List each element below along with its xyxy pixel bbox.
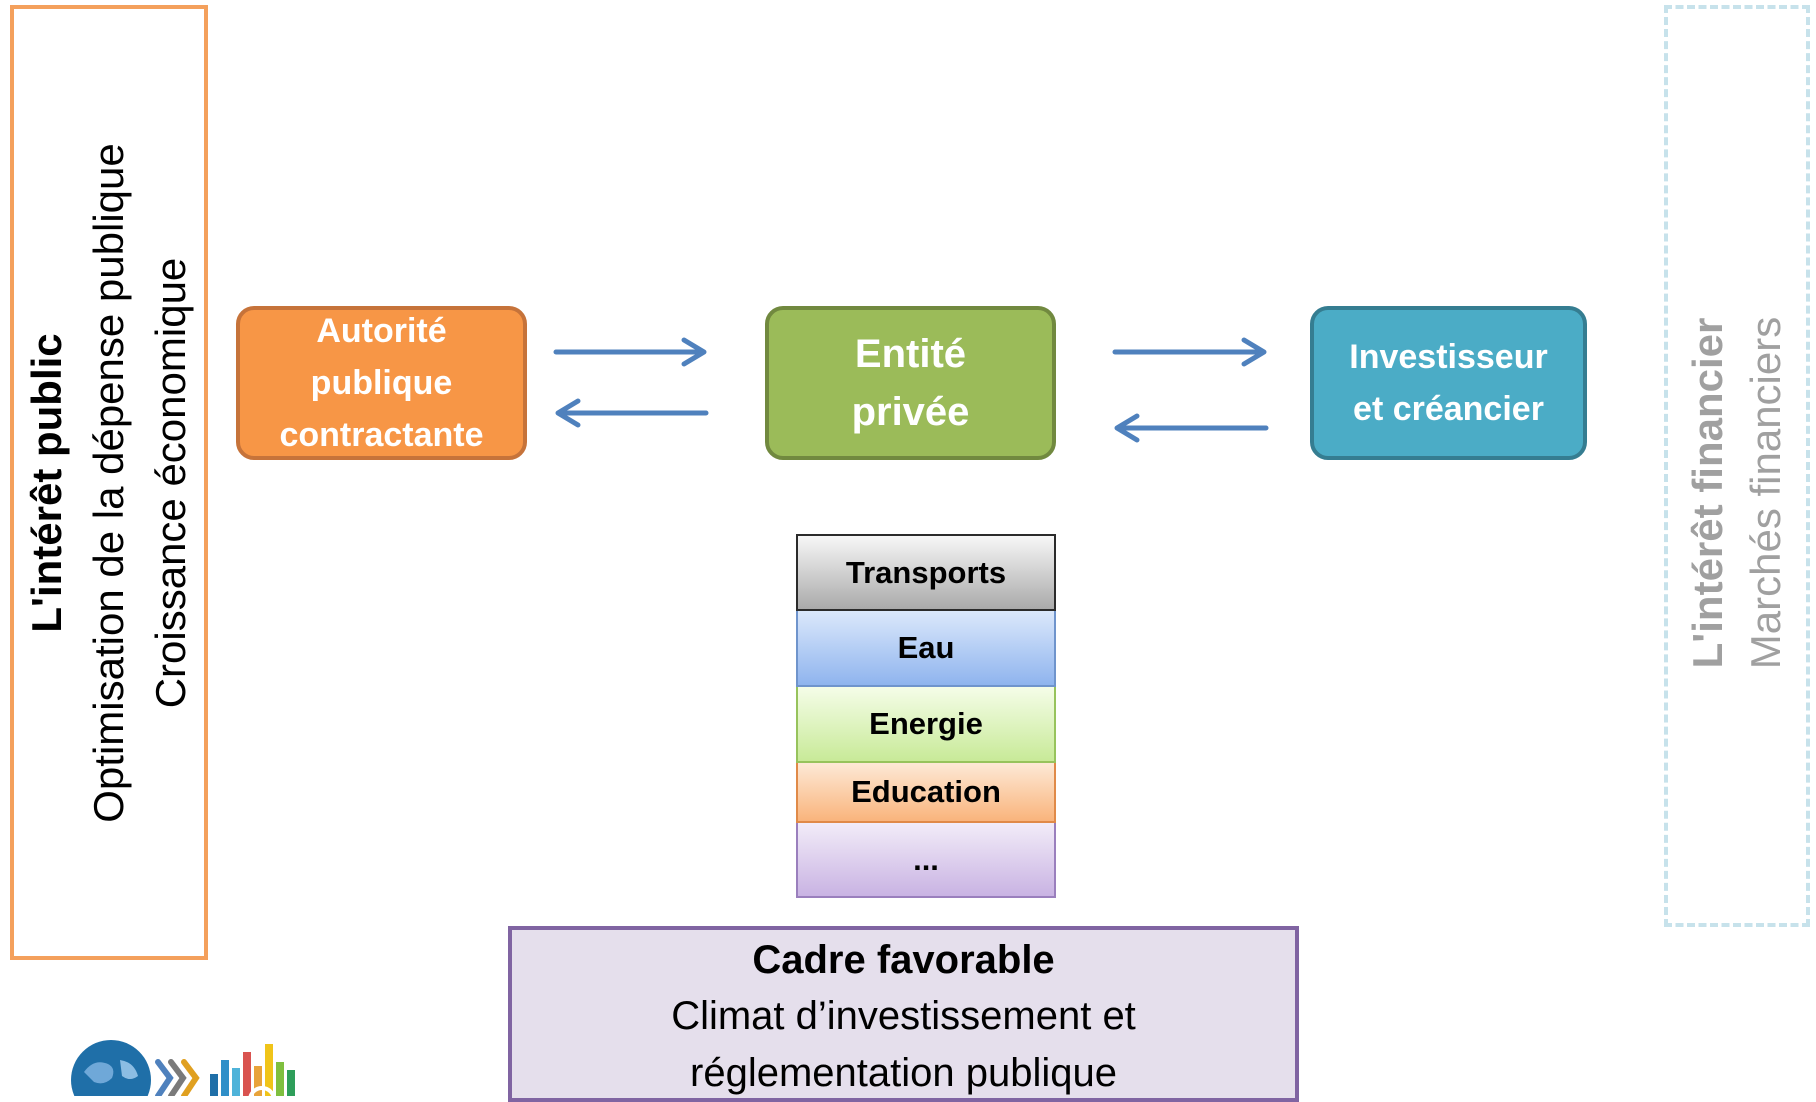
public-interest-title: L'intérêt public xyxy=(23,332,70,633)
investor-label-line-2: et créancier xyxy=(1353,390,1544,428)
financial-interest-text: L'intérêt financier Marchés financiers xyxy=(1679,317,1795,669)
sector-transports: Transports xyxy=(796,534,1056,611)
authority-label-line-2: publique xyxy=(310,364,453,402)
entity-label-line-1: Entité xyxy=(854,332,967,376)
arrow-entity-to-authority xyxy=(555,398,709,428)
sector-stack: Transports Eau Energie Education ... xyxy=(796,534,1056,898)
enabling-framework-box: Cadre favorable Climat d’investissement … xyxy=(508,926,1299,1102)
private-entity-box: Entité privée xyxy=(765,306,1056,460)
financial-interest-title: L'intérêt financier xyxy=(1684,318,1731,669)
authority-label-line-1: Autorité xyxy=(316,312,447,350)
framework-line-1: Climat d’investissement et xyxy=(671,994,1136,1038)
sector-energie: Energie xyxy=(796,687,1056,763)
arrow-investor-to-entity xyxy=(1114,413,1269,443)
public-interest-panel: L'intérêt public Optimisation de la dépe… xyxy=(10,5,208,960)
public-interest-text: L'intérêt public Optimisation de la dépe… xyxy=(16,143,202,822)
entity-label-line-2: privée xyxy=(851,390,970,434)
economic-growth-line: Croissance économique xyxy=(147,257,194,708)
sector-eau: Eau xyxy=(796,611,1056,687)
sector-education: Education xyxy=(796,763,1056,823)
contracting-authority-box: Autorité publique contractante xyxy=(236,306,527,460)
public-spending-line: Optimisation de la dépense publique xyxy=(85,142,132,823)
sector-more: ... xyxy=(796,823,1056,898)
investor-label-line-1: Investisseur xyxy=(1349,338,1548,376)
organization-logo xyxy=(71,1040,295,1096)
globe-icon xyxy=(71,1040,151,1096)
authority-label-line-3: contractante xyxy=(279,416,484,454)
arrow-authority-to-entity xyxy=(553,337,707,367)
financial-interest-panel: L'intérêt financier Marchés financiers xyxy=(1664,5,1810,927)
financial-markets-line: Marchés financiers xyxy=(1742,317,1789,670)
arrow-entity-to-investor xyxy=(1112,337,1267,367)
framework-title: Cadre favorable xyxy=(752,938,1055,982)
bar-chart-icon xyxy=(210,1044,295,1096)
investor-creditor-box: Investisseur et créancier xyxy=(1310,306,1587,460)
chevrons-icon xyxy=(155,1059,200,1096)
framework-line-2: réglementation publique xyxy=(690,1051,1117,1095)
